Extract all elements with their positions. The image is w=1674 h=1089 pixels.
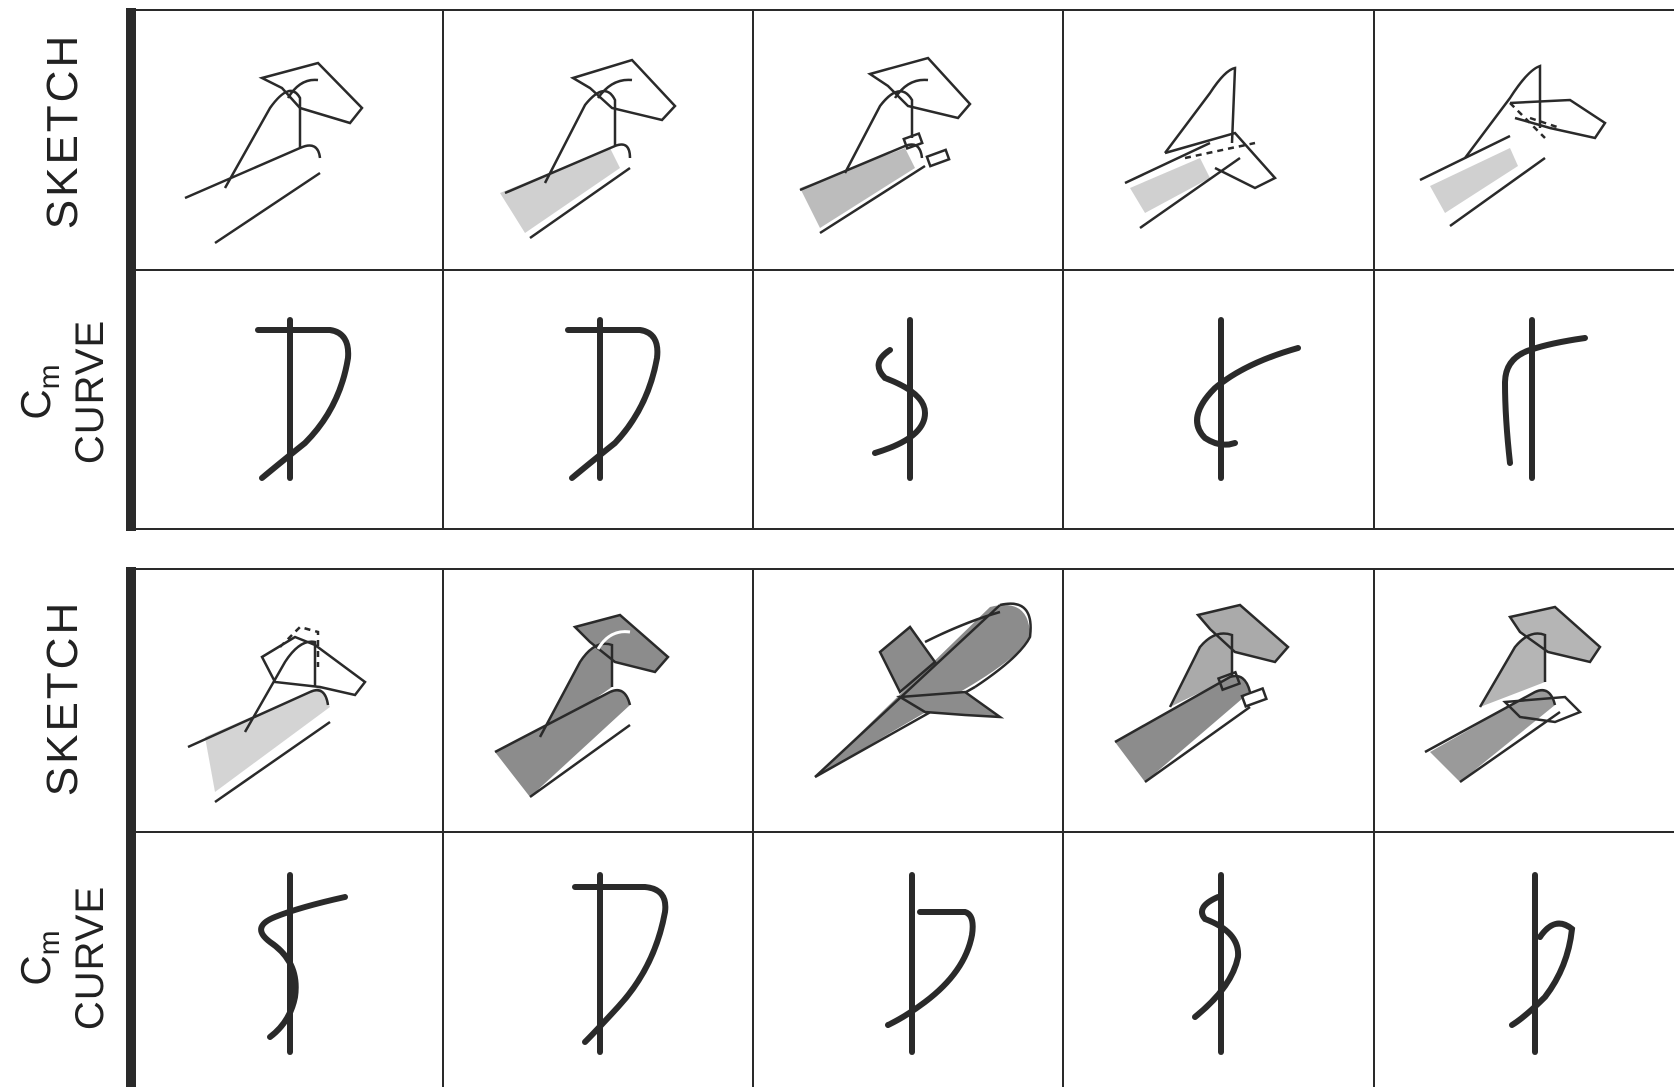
sketch-cell-3 xyxy=(800,58,970,233)
cm-curve-cell-4 xyxy=(1197,320,1298,478)
cm-curve-cell-8 xyxy=(888,875,973,1052)
top-panel: SKETCH Cm CURVE xyxy=(0,8,1674,531)
bottom-grid xyxy=(0,567,1674,1087)
cm-curve-cell-3 xyxy=(875,320,925,478)
sketch-cell-6 xyxy=(188,627,365,802)
sketch-cell-10 xyxy=(1425,607,1600,782)
cm-curve-cell-9 xyxy=(1195,875,1238,1052)
top-grid xyxy=(0,8,1674,531)
sketch-cell-4 xyxy=(1125,68,1275,228)
cm-curve-cell-2 xyxy=(568,320,657,478)
cm-curve-cell-1 xyxy=(258,320,348,478)
bottom-panel: SKETCH Cm CURVE xyxy=(0,567,1674,1087)
sketch-cell-8 xyxy=(815,604,1031,777)
sketch-cell-7 xyxy=(495,615,668,797)
cm-curve-cell-5 xyxy=(1505,320,1585,478)
cm-curve-cell-7 xyxy=(575,875,665,1052)
cm-curve-cell-10 xyxy=(1512,875,1572,1052)
sketch-cell-1 xyxy=(185,63,362,243)
sketch-cell-9 xyxy=(1115,605,1288,782)
sketch-cell-2 xyxy=(500,60,675,238)
cm-curve-cell-6 xyxy=(261,875,345,1052)
sketch-cell-5 xyxy=(1420,66,1605,226)
